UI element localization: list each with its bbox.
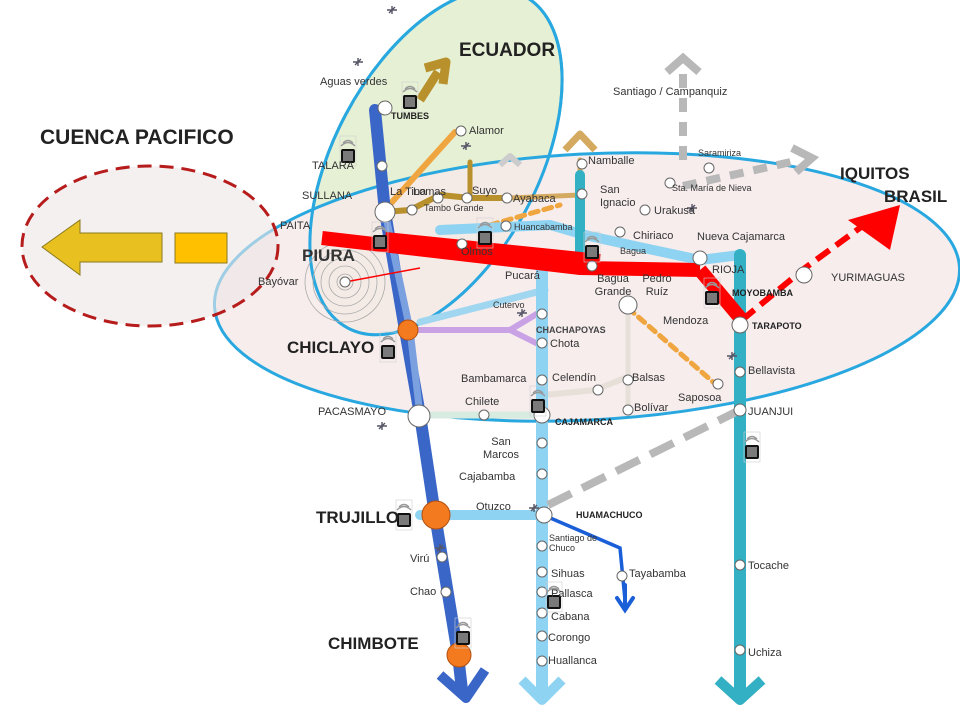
place-chachapoyas: CHACHAPOYAS — [536, 325, 606, 335]
place-suyo: Suyo — [472, 185, 498, 197]
main-city-markers — [397, 319, 472, 668]
place-tambo-grande: Tambo Grande — [424, 203, 484, 213]
place-san-marcos: San Marcos — [482, 436, 520, 461]
place-santiago: Santiago / Campanquiz — [613, 86, 728, 98]
place-pucara: Pucará — [505, 270, 540, 282]
place-corongo: Corongo — [548, 632, 591, 644]
city-chimbote: CHIMBOTE — [328, 634, 419, 653]
place-urakusa: Urakusa — [654, 205, 695, 217]
place-bagua: Bagua — [620, 246, 647, 256]
place-cajamarca: CAJAMARCA — [555, 417, 613, 427]
place-chota: Chota — [550, 338, 580, 350]
place-saramiriza: Saramiriza — [698, 148, 742, 158]
place-yurimaguas: YURIMAGUAS — [831, 272, 905, 284]
place-chilete: Chilete — [465, 396, 500, 408]
place-sta-maria: Sta. María de Nieva — [672, 183, 752, 193]
place-huallanca: Huallanca — [548, 655, 597, 667]
city-chiclayo: CHICLAYO — [287, 338, 375, 357]
ecuador-zone-outline — [308, 0, 564, 337]
place-bolivar: Bolívar — [634, 402, 669, 414]
place-huancabamba: Huancabamba — [514, 222, 573, 232]
planned-routes — [546, 52, 820, 509]
place-pacasmayo: PACASMAYO — [318, 406, 387, 418]
place-moyobamba: MOYOBAMBA — [732, 288, 793, 298]
place-pallasca: Pallasca — [551, 588, 593, 600]
place-bayovar: Bayóvar — [258, 276, 299, 288]
place-huamachuco: HUAMACHUCO — [576, 510, 643, 520]
place-alamor: Alamor — [469, 125, 504, 137]
place-sullana: SULLANA — [302, 190, 353, 202]
region-cuenca: CUENCA PACIFICO — [40, 126, 234, 149]
region-iquitos: IQUITOS — [840, 164, 910, 183]
port-rings — [304, 241, 386, 323]
place-aguas-verdes: Aguas verdes — [320, 76, 388, 88]
place-paita: PAITA — [280, 220, 311, 232]
place-otuzco: Otuzco — [476, 501, 511, 513]
city-piura: PIURA — [302, 246, 355, 265]
place-rioja: RIOJA — [712, 264, 745, 276]
city-trujillo: TRUJILLO — [316, 508, 400, 527]
place-uchiza: Uchiza — [748, 647, 782, 659]
place-chao: Chao — [410, 586, 437, 598]
brasil-route — [321, 205, 900, 325]
place-celendin: Celendín — [552, 372, 597, 384]
place-san-ignacio: San Ignacio — [600, 184, 636, 209]
place-chiriaco: Chiriaco — [633, 230, 674, 242]
place-la-tina: La Tina — [390, 186, 427, 198]
place-santiago-chuco: Santiago de Chuco — [549, 533, 598, 554]
place-juanjui: JUANJUI — [748, 406, 794, 418]
corridor-arrows — [416, 57, 766, 705]
place-viru: Virú — [410, 553, 430, 565]
place-tumbes: TUMBES — [391, 111, 429, 121]
region-brasil: BRASIL — [884, 187, 948, 206]
place-balsas: Balsas — [632, 372, 666, 384]
place-mendoza: Mendoza — [663, 315, 709, 327]
place-namballe: Namballe — [588, 155, 635, 167]
place-talara: TALARA — [312, 160, 354, 172]
place-tayabamba: Tayabamba — [629, 568, 686, 580]
place-cutervo: Cutervo — [493, 300, 525, 310]
place-olmos: Olmos — [461, 246, 493, 258]
place-lomas: Lomas — [413, 186, 447, 198]
place-sihuas: Sihuas — [551, 568, 585, 580]
place-bambamarca: Bambamarca — [461, 373, 527, 385]
secondary-routes — [380, 129, 723, 614]
place-tocache: Tocache — [748, 560, 789, 572]
place-ayabaca: Ayabaca — [513, 193, 556, 205]
cuenca-arrow — [41, 219, 228, 276]
place-saposoa: Saposoa — [678, 392, 722, 404]
place-cajabamba: Cajabamba — [459, 471, 516, 483]
place-cabana: Cabana — [551, 611, 590, 623]
region-ecuador: ECUADOR — [459, 40, 556, 61]
place-nueva-cajamarca: Nueva Cajamarca — [697, 231, 786, 243]
place-pedro-ruiz: Pedro Ruíz — [642, 273, 672, 298]
place-bellavista: Bellavista — [748, 365, 796, 377]
place-tarapoto: TARAPOTO — [752, 321, 802, 331]
place-bagua-grande: Bagua Grande — [594, 273, 632, 298]
